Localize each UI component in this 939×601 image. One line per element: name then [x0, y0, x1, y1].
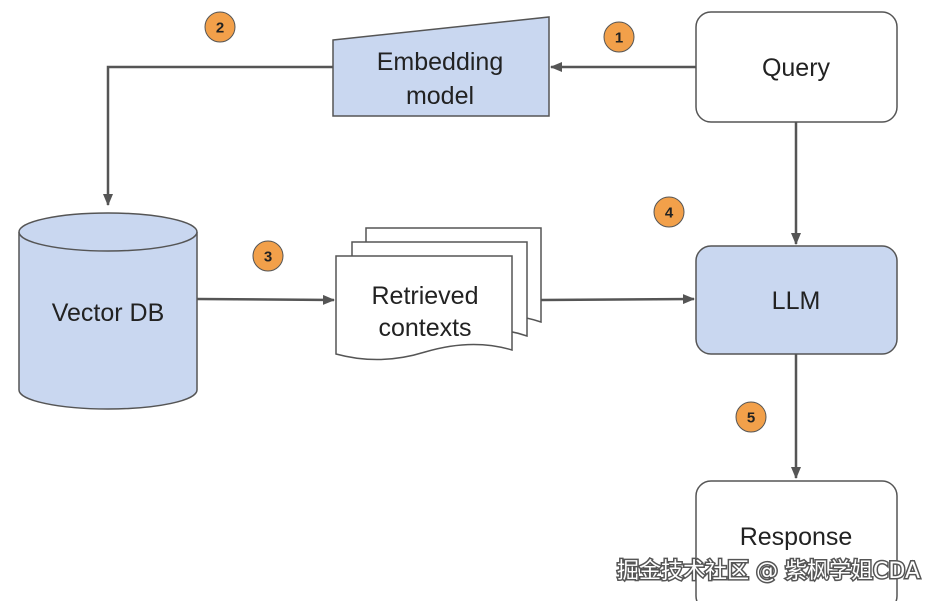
step-badge-5: 5	[735, 401, 767, 433]
step-badge-4: 4	[653, 196, 685, 228]
arrow-retrieved-to-llm	[540, 294, 695, 305]
svg-text:4: 4	[665, 205, 674, 222]
arrow-embedding-to-vectordb	[103, 65, 333, 206]
query-node: Query	[695, 11, 898, 123]
response-node: Response	[695, 480, 898, 601]
retrieved-contexts-node: Retrieved contexts	[335, 227, 542, 361]
llm-node: LLM	[695, 245, 898, 355]
vector-db-node: Vector DB	[18, 212, 198, 410]
embedding-label-line2: model	[406, 82, 474, 110]
svg-text:1: 1	[615, 30, 623, 47]
retrieved-label-line1: Retrieved	[372, 282, 479, 310]
query-label: Query	[762, 54, 831, 82]
embedding-model-node: Embedding model	[332, 16, 550, 117]
svg-text:2: 2	[216, 20, 224, 37]
connectors	[103, 62, 801, 479]
step-badge-1: 1	[603, 21, 635, 53]
step-badge-3: 3	[252, 240, 284, 272]
document-sheet-front	[335, 255, 513, 361]
retrieved-label-line2: contexts	[378, 314, 471, 342]
llm-label: LLM	[772, 287, 821, 315]
svg-text:3: 3	[264, 249, 272, 266]
embedding-label-line1: Embedding	[377, 48, 503, 76]
svg-text:5: 5	[747, 410, 755, 427]
arrow-vectordb-to-retrieved	[196, 294, 335, 305]
watermark-text: 掘金技术社区 @ 紫枫学姐CDA	[617, 559, 920, 584]
vector-db-label: Vector DB	[52, 299, 165, 327]
step-badge-2: 2	[204, 11, 236, 43]
response-label: Response	[740, 523, 853, 551]
